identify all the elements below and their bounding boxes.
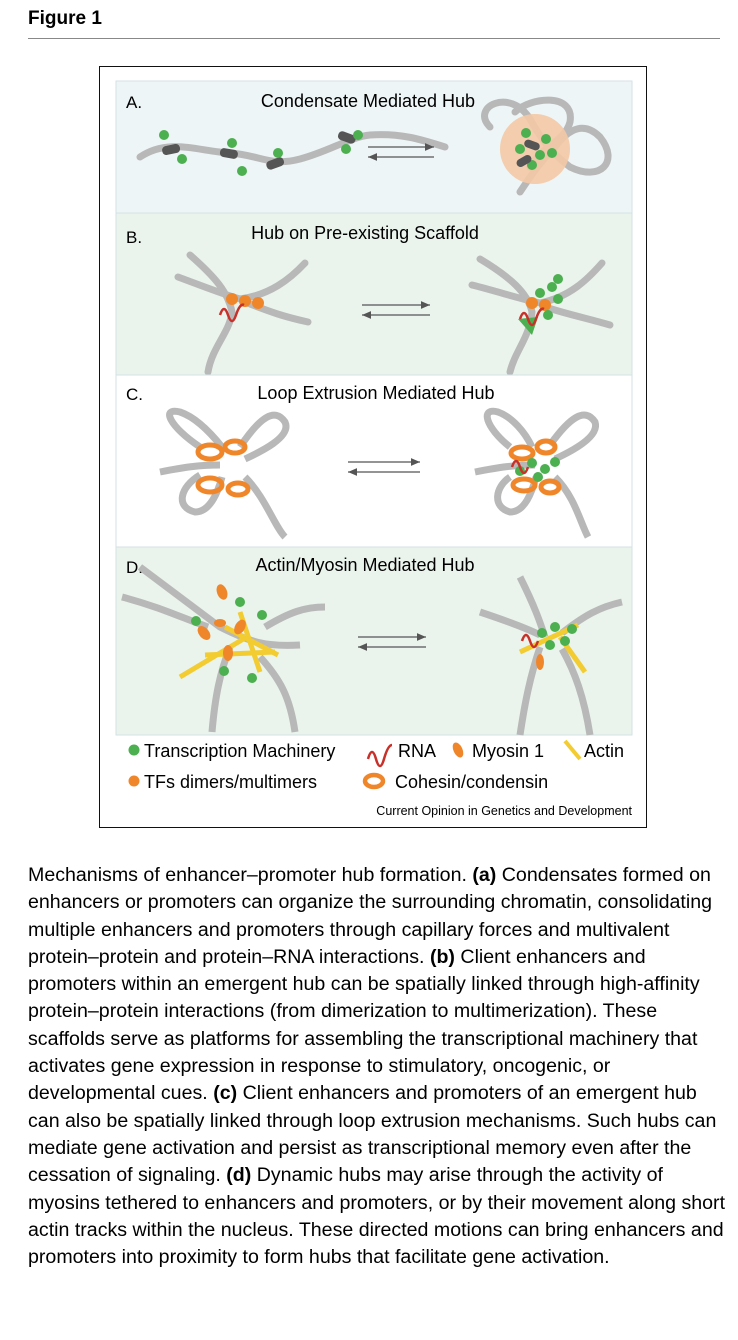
legend-tfs-label: TFs dimers/multimers	[144, 772, 317, 792]
caption-a-text: Condensates formed on enhancers or promo…	[28, 864, 712, 968]
caption-c-label: (c)	[213, 1082, 238, 1105]
figure-heading: Figure 1	[28, 8, 102, 29]
panel-c-loop-hub	[474, 407, 599, 539]
panel-c-title: Loop Extrusion Mediated Hub	[257, 383, 494, 403]
panel-d-actin-left	[121, 564, 326, 733]
legend-machinery-swatch	[128, 744, 140, 756]
panel-b-scaffold-hub	[468, 255, 614, 376]
figure-frame: A. Condensate Mediated Hub B. Hub on Pre…	[99, 66, 647, 828]
caption-a-label: (a)	[472, 864, 497, 886]
panel-b-letter: B.	[126, 228, 142, 247]
panel-a-condensate-hub	[481, 96, 612, 196]
heading-rule	[28, 38, 720, 39]
panel-b-equilibrium-arrows	[362, 301, 430, 319]
panel-c-equilibrium-arrows	[348, 458, 420, 476]
caption-c-text: Client enhancers and promoters of an eme…	[28, 1082, 717, 1187]
panel-b-title: Hub on Pre-existing Scaffold	[251, 223, 479, 243]
legend-rna-swatch	[366, 743, 393, 768]
legend-tfs-swatch	[128, 775, 140, 787]
panel-a-title: Condensate Mediated Hub	[261, 91, 475, 111]
legend: Transcription Machinery RNA Myosin 1 Act…	[128, 739, 624, 792]
panel-a-letter: A.	[126, 93, 142, 112]
caption-b-text: Client enhancers and promoters within an…	[28, 945, 700, 1105]
panel-d-equilibrium-arrows	[358, 633, 426, 651]
panel-b-scaffold-left	[174, 251, 312, 376]
legend-cohesin-swatch	[362, 772, 386, 790]
caption-b-label: (b)	[429, 945, 455, 968]
caption-d-text: Dynamic hubs may arise through the activ…	[28, 1164, 726, 1269]
panel-c-background	[115, 374, 633, 548]
panel-b-background	[115, 212, 633, 376]
legend-myosin-swatch	[452, 742, 464, 758]
legend-actin-swatch	[563, 739, 582, 761]
panel-d-background	[115, 546, 633, 736]
source-credit: Current Opinion in Genetics and Developm…	[376, 804, 632, 818]
panel-a-linear-chromatin	[136, 130, 449, 176]
panel-c-letter: C.	[126, 385, 143, 404]
panel-d-letter: D.	[126, 558, 143, 577]
panel-d-actin-hub	[478, 575, 623, 736]
legend-myosin-label: Myosin 1	[472, 741, 544, 761]
figure-illustration: A. Condensate Mediated Hub B. Hub on Pre…	[115, 80, 633, 792]
legend-cohesin-label: Cohesin/condensin	[395, 772, 548, 792]
legend-machinery-label: Transcription Machinery	[144, 741, 335, 761]
figure-caption: Mechanisms of enhancer–promoter hub form…	[28, 862, 728, 1271]
caption-d-label: (d)	[226, 1164, 252, 1187]
caption-intro: Mechanisms of enhancer–promoter hub form…	[28, 864, 467, 886]
panel-c-loops-left	[159, 407, 290, 540]
panel-d-title: Actin/Myosin Mediated Hub	[255, 555, 474, 575]
legend-actin-label: Actin	[584, 741, 624, 761]
legend-rna-label: RNA	[398, 741, 436, 761]
panel-a-equilibrium-arrows	[368, 143, 434, 161]
